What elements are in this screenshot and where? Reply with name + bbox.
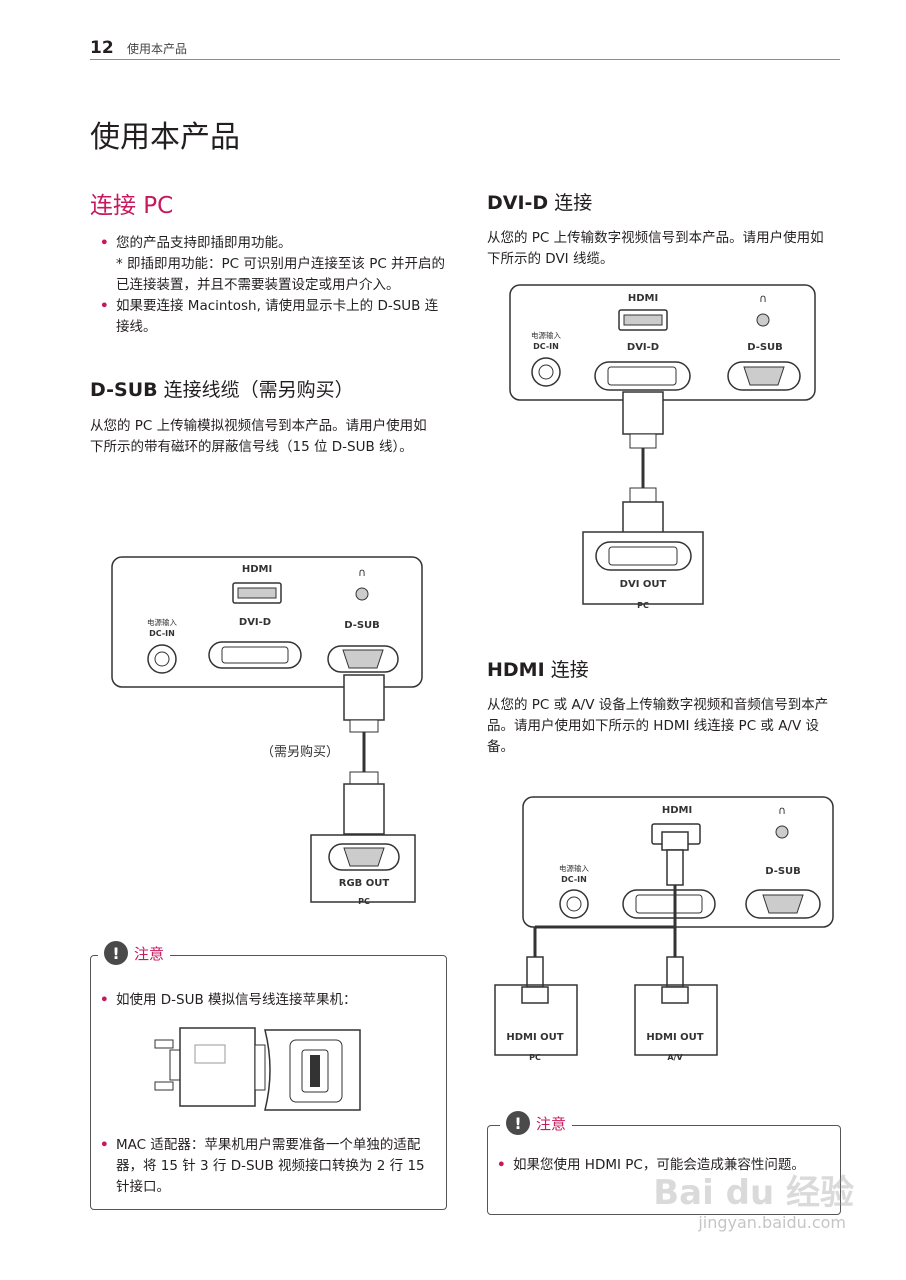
- hdmi-label: HDMI: [662, 805, 692, 816]
- dvi-body: 从您的 PC 上传输数字视频信号到本产品。请用户使用如下所示的 DVI 线缆。: [487, 230, 824, 267]
- dsub-label: D-SUB: [747, 342, 783, 353]
- note-header: ! 注意: [98, 941, 171, 965]
- power-label-cn: 电源输入: [531, 330, 561, 340]
- hdmi-plug-top: [661, 831, 689, 851]
- pc-label: PC: [358, 897, 370, 906]
- cable-connector-top: [343, 674, 385, 721]
- dvi-out-label: DVI OUT: [620, 579, 667, 590]
- mac-adapter-diagram: [154, 1027, 361, 1111]
- plug-and-play-note: * 即插即用功能：PC 可识别用户连接至该 PC 并开启的已连接装置，并且不需要…: [116, 256, 446, 293]
- av-label: A/V: [667, 1053, 683, 1062]
- optional-label: （需另购买）: [261, 744, 339, 760]
- headphone-port: [355, 587, 369, 601]
- dvid-label: DVI-D: [627, 342, 659, 353]
- list-item: 如使用 D-SUB 模拟信号线连接苹果机：: [100, 990, 440, 1011]
- warning-icon: !: [104, 941, 128, 965]
- headphone-port: [775, 825, 789, 839]
- note-label: 注意: [536, 1114, 567, 1133]
- av-box: [634, 984, 718, 1056]
- watermark-logo: Bai du 经验: [653, 1173, 854, 1213]
- connect-pc-heading: 连接 PC: [90, 193, 174, 219]
- pc-label: PC: [529, 1053, 541, 1062]
- dvi-heading: DVI-D 连接: [487, 192, 593, 214]
- note-header: ! 注意: [500, 1111, 573, 1135]
- power-label-en: DC-IN: [149, 629, 175, 638]
- power-label-en: DC-IN: [561, 875, 587, 884]
- dsub-body: 从您的 PC 上传输模拟视频信号到本产品。请用户使用如下所示的带有磁环的屏蔽信号…: [90, 418, 427, 455]
- headphone-icon: ∩: [778, 804, 786, 817]
- pc-label: PC: [637, 601, 649, 610]
- note-bullet: 如使用 D-SUB 模拟信号线连接苹果机：: [100, 990, 440, 1011]
- list-item: 如果您使用 HDMI PC，可能会造成兼容性问题。: [497, 1155, 832, 1176]
- list-item: MAC 适配器：苹果机用户需要准备一个单独的适配器，将 15 针 3 行 D-S…: [100, 1135, 430, 1198]
- hdmi-diagram: HDMI ∩ 电源输入 DC-IN D-SUB HDMI OUT PC HDMI…: [494, 796, 834, 1062]
- hdmi-body: 从您的 PC 或 A/V 设备上传输数字视频和音频信号到本产品。请用户使用如下所…: [487, 697, 829, 755]
- section-label: 使用本产品: [127, 42, 188, 56]
- headphone-icon: ∩: [358, 566, 366, 579]
- page-number: 12: [90, 38, 114, 58]
- hdmi-heading: HDMI 连接: [487, 659, 589, 681]
- list-item: 如果要连接 Macintosh, 请使用显示卡上的 D-SUB 连接线。: [100, 296, 450, 338]
- note-box: [487, 1125, 841, 1215]
- cable-connector-top: [622, 391, 664, 435]
- hdmi-out-pc-label: HDMI OUT: [506, 1032, 563, 1043]
- dsub-label: D-SUB: [344, 620, 380, 631]
- power-label-en: DC-IN: [533, 342, 559, 351]
- connect-pc-list: 您的产品支持即插即用功能。 * 即插即用功能：PC 可识别用户连接至该 PC 并…: [100, 233, 450, 338]
- dsub-diagram: HDMI ∩ 电源输入 DC-IN DVI-D D-SUB （需另购买） RGB…: [111, 556, 423, 906]
- pc-box: [494, 984, 578, 1056]
- header-divider: [90, 59, 840, 60]
- warning-icon: !: [506, 1111, 530, 1135]
- dsub-heading: D-SUB 连接线缆（需另购买）: [90, 379, 354, 401]
- dvid-label: DVI-D: [239, 617, 271, 628]
- list-item: 您的产品支持即插即用功能。: [100, 233, 450, 254]
- watermark-url: jingyan.baidu.com: [698, 1213, 846, 1232]
- dsub-connector: [179, 1027, 256, 1107]
- hdmi-label: HDMI: [628, 293, 658, 304]
- note-bullet: MAC 适配器：苹果机用户需要准备一个单独的适配器，将 15 针 3 行 D-S…: [100, 1135, 430, 1198]
- page-title: 使用本产品: [90, 120, 240, 155]
- hdmi-plug-pc: [521, 986, 549, 1004]
- hdmi-plug-av: [661, 986, 689, 1004]
- note-bullet: 如果您使用 HDMI PC，可能会造成兼容性问题。: [497, 1155, 832, 1176]
- cable-connector-bottom: [343, 783, 385, 835]
- hdmi-out-av-label: HDMI OUT: [646, 1032, 703, 1043]
- headphone-port: [756, 313, 770, 327]
- power-label-cn: 电源输入: [559, 863, 589, 873]
- power-label-cn: 电源输入: [147, 617, 177, 627]
- dsub-label: D-SUB: [765, 866, 801, 877]
- rgb-out-label: RGB OUT: [339, 878, 390, 889]
- dvi-diagram: HDMI ∩ 电源输入 DC-IN DVI-D D-SUB DVI OUT PC: [509, 284, 816, 610]
- note-label: 注意: [134, 944, 165, 963]
- note-box: [90, 955, 447, 1210]
- hdmi-label: HDMI: [242, 564, 272, 575]
- headphone-icon: ∩: [759, 292, 767, 305]
